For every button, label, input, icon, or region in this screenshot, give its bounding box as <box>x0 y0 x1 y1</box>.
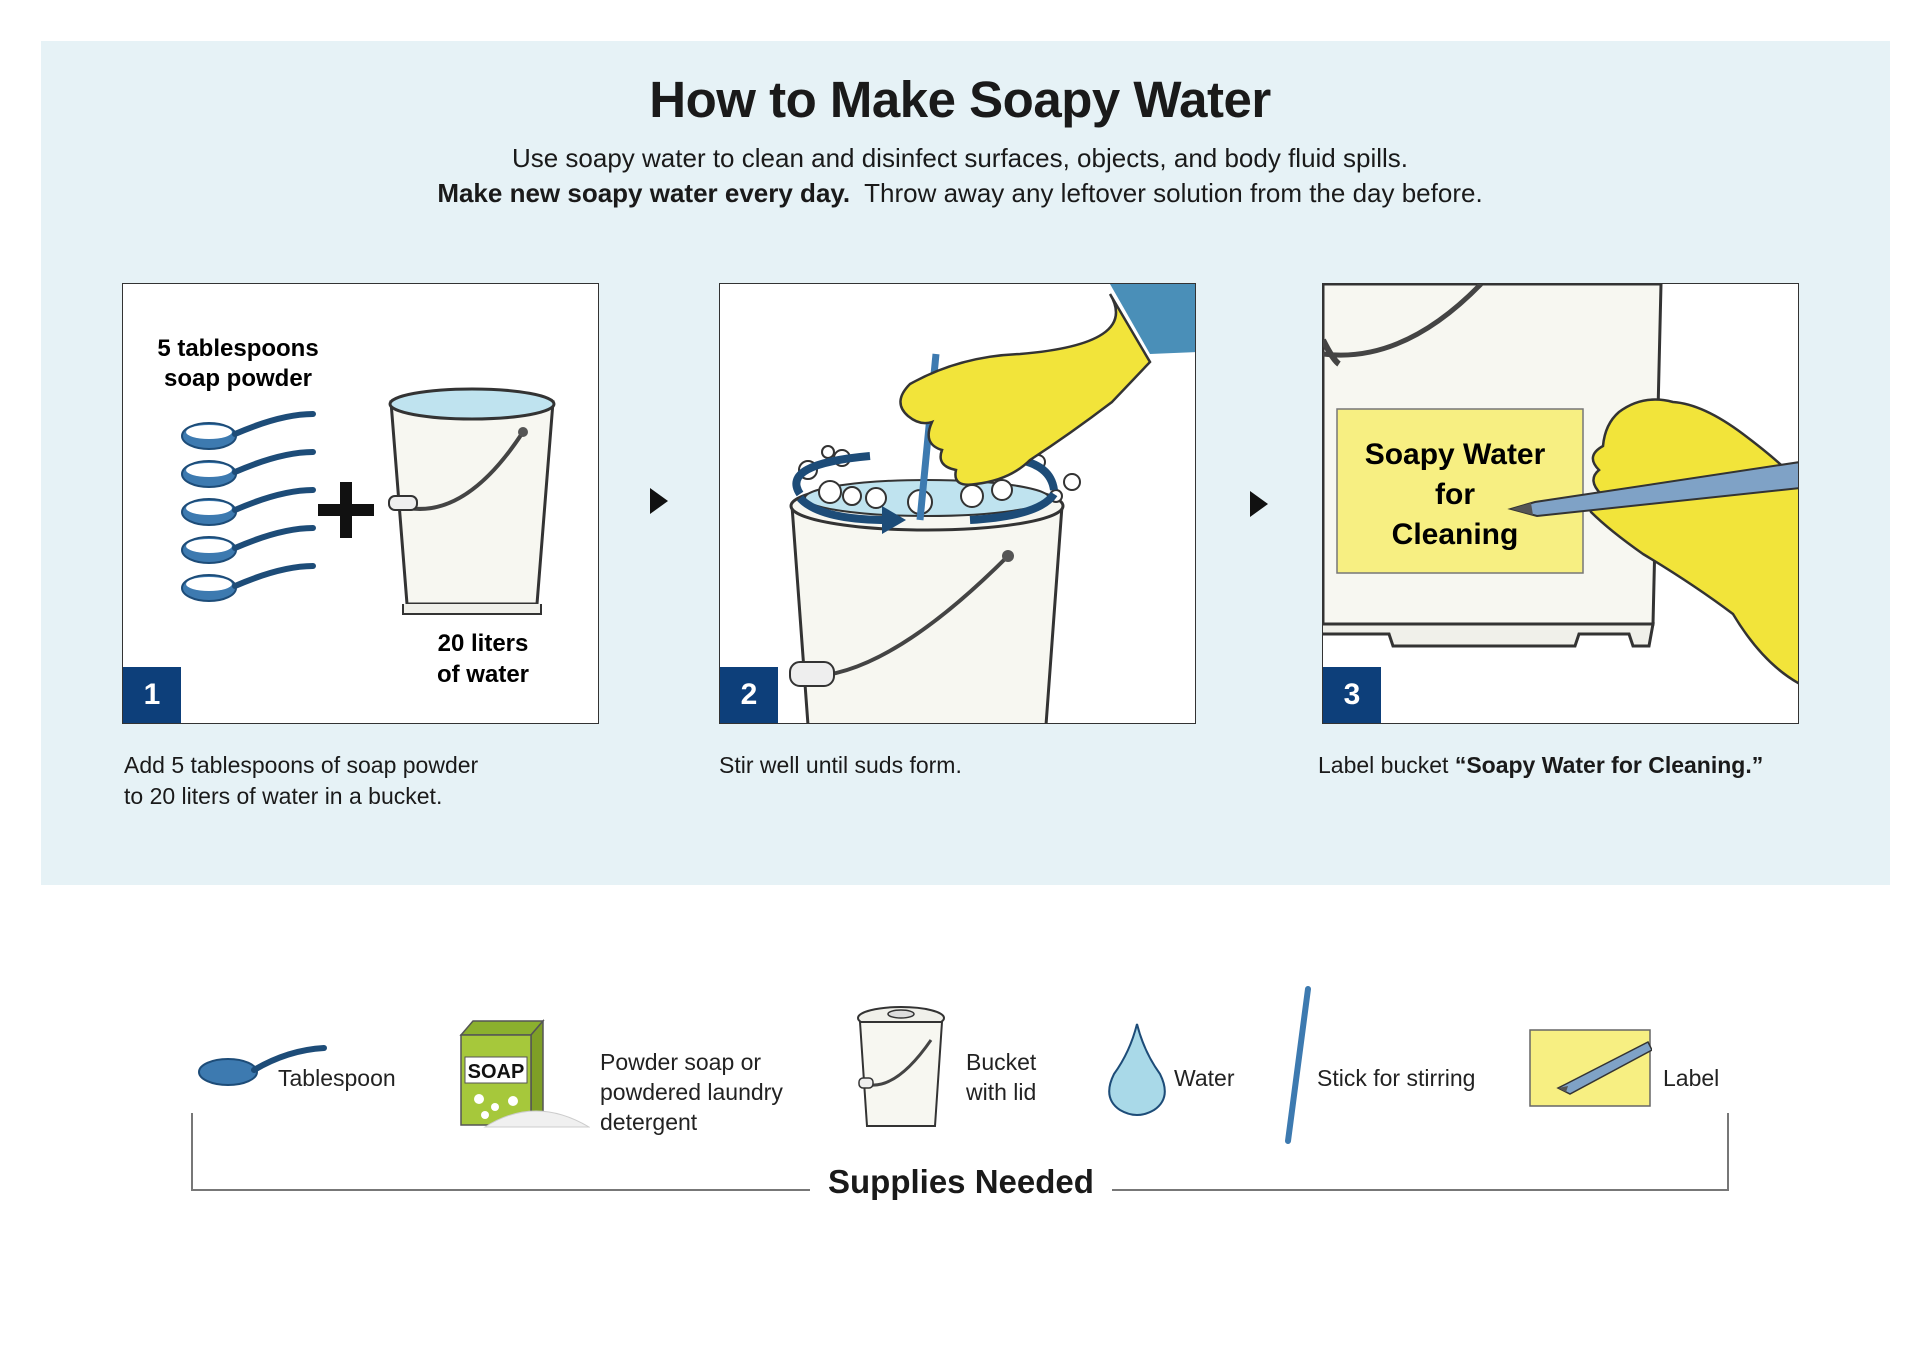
supply-soap-label: Powder soap or powdered laundry detergen… <box>600 1047 783 1137</box>
label-text-line-1: Soapy Water <box>1365 438 1546 471</box>
soap-box-text: SOAP <box>468 1061 525 1083</box>
step-1-caption-line-2: to 20 liters of water in a bucket. <box>124 783 443 809</box>
label-pen-icon <box>1529 1029 1652 1107</box>
label-text-line-3: Cleaning <box>1392 518 1519 551</box>
step-1-illustration: 5 tablespoons soap powder 20 liters of w… <box>157 335 556 688</box>
emphasis-text: Make new soapy water every day. <box>437 178 851 208</box>
supply-bucket-label-line-2: with lid <box>966 1079 1037 1105</box>
soap-box-icon: SOAP <box>459 1018 590 1128</box>
supply-soap-label-line-2: powdered laundry <box>600 1079 783 1105</box>
supply-bucket-label: Bucket with lid <box>966 1047 1036 1107</box>
cleaning-label <box>1336 408 1584 574</box>
supply-water-label: Water <box>1174 1065 1235 1091</box>
supply-bucket-label-line-1: Bucket <box>966 1049 1037 1075</box>
tablespoon-icon <box>198 1045 327 1086</box>
gloved-hand-icon <box>899 284 1195 486</box>
supply-tablespoon-label: Tablespoon <box>278 1065 396 1091</box>
step-2-number: 2 <box>720 667 778 723</box>
followup-text: Throw away any leftover solution from th… <box>864 178 1483 208</box>
supply-soap-label-line-1: Powder soap or <box>600 1049 762 1075</box>
supply-label-label: Label <box>1663 1065 1720 1091</box>
step-3-panel: Soapy Water for Cleaning 3 <box>1322 283 1799 724</box>
supply-stick-label: Stick for stirring <box>1317 1065 1476 1091</box>
supply-soap-label-line-3: detergent <box>600 1109 698 1135</box>
plus-icon <box>318 482 374 538</box>
step-2-illustration <box>789 284 1195 723</box>
step-1-caption-line-1: Add 5 tablespoons of soap powder <box>124 752 479 778</box>
water-amount-label-line-2: of water <box>437 661 529 688</box>
suds-icon <box>798 445 1081 515</box>
intro-text: Use soapy water to clean and disinfect s… <box>511 143 1409 173</box>
tablespoons-label-line-2: soap powder <box>164 365 312 392</box>
step-2-caption: Stir well until suds form. <box>719 752 962 778</box>
bucket-icon <box>388 387 556 615</box>
step-3-illustration: Soapy Water for Cleaning <box>1323 284 1798 685</box>
step-1-number: 1 <box>123 667 181 723</box>
next-step-arrow-icon <box>650 488 668 514</box>
step-3-caption-bold: “Soapy Water for Cleaning.” <box>1454 752 1764 778</box>
bucket-with-lid-icon <box>857 1006 945 1127</box>
page-title: How to Make Soapy Water <box>649 71 1271 128</box>
daily-reminder: Make new soapy water every day. Throw aw… <box>0 178 1920 209</box>
step-1-panel: 5 tablespoons soap powder 20 liters of w… <box>122 283 599 724</box>
gloved-hand-with-pen-icon <box>1507 398 1798 685</box>
tablespoons-label-line-1: 5 tablespoons <box>157 335 318 362</box>
tablespoons-icon <box>181 411 316 602</box>
next-step-arrow-icon <box>1250 491 1268 517</box>
water-drop-icon <box>1108 1023 1166 1116</box>
supplies-heading: Supplies Needed <box>810 1163 1112 1201</box>
label-text-line-2: for <box>1435 478 1475 511</box>
step-3-number: 3 <box>1323 667 1381 723</box>
stirring-stick-icon <box>1285 986 1311 1144</box>
step-3-caption-prefix: Label bucket <box>1318 752 1455 778</box>
step-2-panel: 2 <box>719 283 1196 724</box>
step-3-caption: Label bucket “Soapy Water for Cleaning.” <box>1318 750 1763 781</box>
step-1-caption: Add 5 tablespoons of soap powder to 20 l… <box>124 750 478 812</box>
water-amount-label-line-1: 20 liters <box>438 630 529 657</box>
